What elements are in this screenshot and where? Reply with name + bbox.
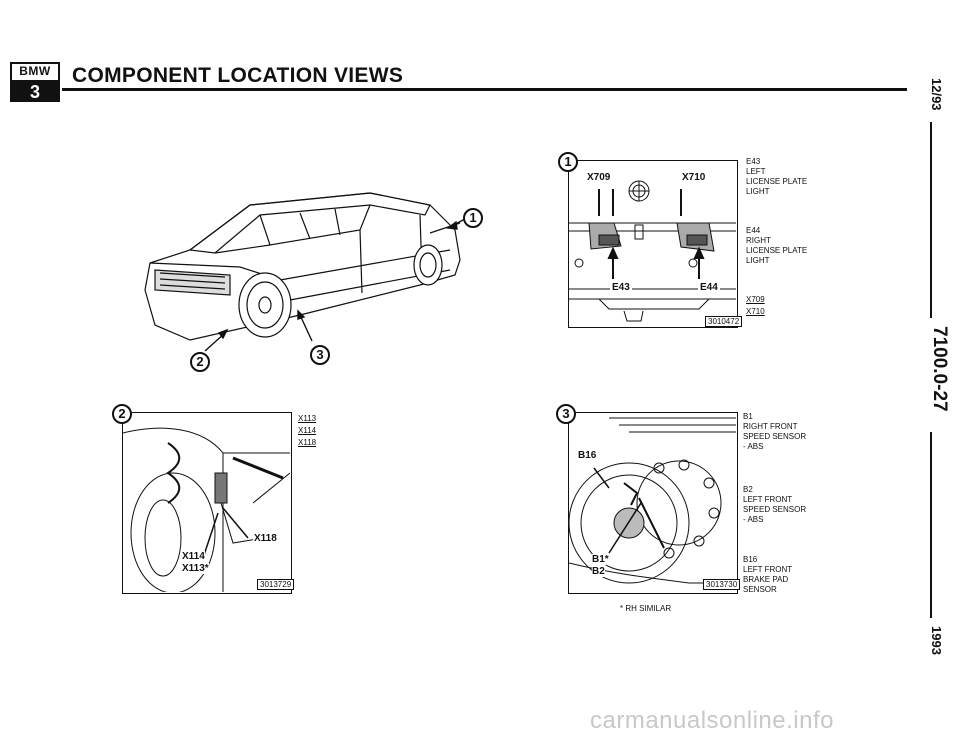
view-1-callout: 1 — [558, 152, 578, 172]
legend-b1-line-1: RIGHT FRONT — [743, 422, 798, 431]
legend-b1-code: B1 — [743, 412, 753, 421]
legend-b16-line-1: LEFT FRONT — [743, 565, 793, 574]
legend-connector-x114: X114 — [298, 426, 317, 435]
legend-b2-line-1: LEFT FRONT — [743, 495, 793, 504]
legend-e44-line-2: LICENSE PLATE — [746, 246, 808, 255]
legend-b16-line-2: BRAKE PAD — [743, 575, 789, 584]
legend-e44-code: E44 — [746, 226, 761, 235]
legend-connector-x113: X113 — [298, 414, 317, 423]
legend-b2-code: B2 — [743, 485, 753, 494]
label-b1: B1* — [592, 554, 609, 565]
callout-2-on-car: 2 — [190, 352, 210, 372]
label-e43: E43 — [610, 282, 632, 293]
year: 1993 — [929, 626, 944, 655]
footnote-rh-similar: * RH SIMILAR — [620, 604, 672, 613]
legend-b16-code: B16 — [743, 555, 758, 564]
car-overview-illustration — [144, 192, 477, 352]
brake-sensor-illustration — [568, 417, 736, 584]
header-rule — [62, 88, 907, 91]
callout-3-on-car: 3 — [310, 345, 330, 365]
legend-e43-line-2: LICENSE PLATE — [746, 177, 808, 186]
section-number: 7100.0-27 — [929, 326, 950, 412]
label-x709: X709 — [585, 172, 613, 183]
label-x114: X114 — [182, 551, 205, 562]
legend-b16: B16 LEFT FRONT BRAKE PAD SENSOR — [743, 555, 792, 595]
legend-e43-code: E43 — [746, 157, 761, 166]
legend-e43: E43 LEFT LICENSE PLATE LIGHT — [746, 157, 807, 197]
label-b16: B16 — [577, 450, 598, 461]
legend-b1-line-2: SPEED SENSOR — [743, 432, 807, 441]
legend-e44-line-3: LIGHT — [746, 256, 770, 265]
callout-1-on-car: 1 — [463, 208, 483, 228]
view-1-reference-number: 3010472 — [705, 316, 743, 327]
view-2-reference-number: 3013729 — [257, 579, 295, 590]
label-x113: X113* — [182, 563, 209, 574]
view-3-reference-number: 3013730 — [703, 579, 741, 590]
label-e44: E44 — [698, 282, 720, 293]
label-b2: B2 — [592, 566, 605, 577]
page-title: COMPONENT LOCATION VIEWS — [72, 64, 404, 87]
revision-date: 12/93 — [929, 78, 944, 111]
view-3-callout: 3 — [556, 404, 576, 424]
label-x118: X118 — [253, 533, 278, 544]
license-plate-light-illustration — [569, 180, 736, 322]
logo-series-text: 3 — [12, 82, 58, 102]
watermark: carmanualsonline.info — [590, 707, 834, 734]
legend-e43-line-3: LIGHT — [746, 187, 770, 196]
legend-connector-x118: X118 — [298, 438, 317, 447]
legend-b1-line-3: - ABS — [743, 442, 764, 451]
legend-b2-line-3: - ABS — [743, 515, 764, 524]
side-rule-2 — [930, 432, 932, 618]
legend-e43-line-1: LEFT — [746, 167, 766, 176]
label-x710: X710 — [680, 172, 708, 183]
legend-b1: B1 RIGHT FRONT SPEED SENSOR - ABS — [743, 412, 806, 452]
bmw-3-series-logo: BMW 3 — [10, 62, 60, 102]
logo-brand-text: BMW — [12, 64, 58, 82]
legend-b2: B2 LEFT FRONT SPEED SENSOR - ABS — [743, 485, 806, 525]
view-2-callout: 2 — [112, 404, 132, 424]
legend-b2-line-2: SPEED SENSOR — [743, 505, 807, 514]
side-rule-1 — [930, 122, 932, 318]
legend-connector-x710: X710 — [746, 307, 765, 316]
legend-b16-line-3: SENSOR — [743, 585, 777, 594]
legend-e44: E44 RIGHT LICENSE PLATE LIGHT — [746, 226, 807, 266]
legend-e44-line-1: RIGHT — [746, 236, 771, 245]
view-1-license-plate-panel — [568, 160, 738, 328]
legend-connector-x709: X709 — [746, 295, 765, 304]
